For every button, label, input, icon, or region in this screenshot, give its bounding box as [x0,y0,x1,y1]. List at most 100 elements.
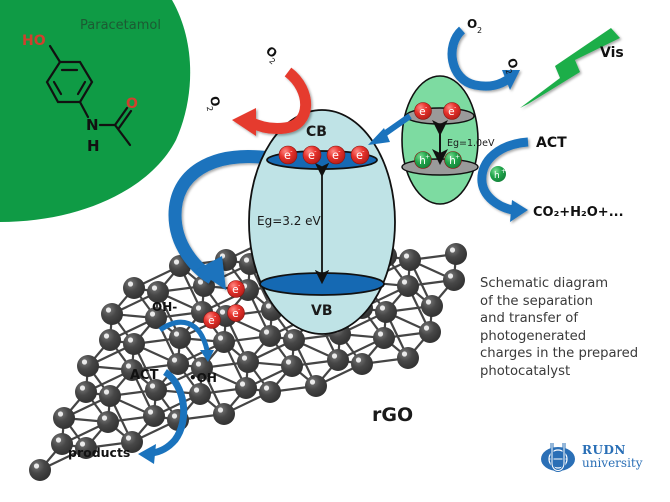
cb-electron: e- [326,145,346,165]
carbon-atom [397,347,419,369]
paracetamol-background [0,0,191,222]
carbon-atom [259,381,281,403]
cb-electron: e- [302,145,322,165]
visible-light-bolt-icon [520,28,620,108]
act-oxidation-arrow [477,137,529,222]
carrier-charge: - [290,149,292,156]
atom-highlight [401,351,408,357]
atom-highlight [243,257,250,263]
carrier-symbol: e [208,314,215,327]
carbon-atom [237,351,259,373]
o2-left-label: O 2 [263,44,280,67]
svg-text:2: 2 [267,56,277,66]
rudn-logo-text: RUDN university [582,444,643,470]
carrier-charge: - [454,105,456,112]
carbon-atom [445,243,467,265]
carbon-atom [281,355,303,377]
caption-line: Schematic diagram [480,276,609,291]
carbon-atom [375,301,397,323]
superoxide-right-label: O 2 [504,56,521,75]
carbon-atom [327,349,349,371]
carrier-charge: + [425,154,430,161]
carbon-atom [189,383,211,405]
atom-highlight [197,279,204,285]
caption-line: charges in the prepared [480,346,639,361]
carbon-atom [421,295,443,317]
rgo-electron: e- [227,304,245,322]
superoxide-left-label: O 2 [205,95,223,113]
atom-highlight [379,305,386,311]
atom-highlight [151,285,158,291]
atom-highlight [171,413,178,419]
atom-highlight [217,335,224,341]
carrier-symbol: h [419,154,426,167]
atom-highlight [193,387,200,393]
svg-text:h: h [494,171,500,181]
cb-electron: e- [278,145,298,165]
atom-highlight [355,357,362,363]
atom-highlight [287,333,294,339]
logo-line-1: RUDN [582,443,626,457]
atom-highlight [101,415,108,421]
rgo-electrons: e-e-e- [203,280,245,329]
carrier-charge: - [362,149,364,156]
atom-highlight [377,331,384,337]
oxygen-reduction-arrow-left [232,67,312,136]
products-left-label: products [68,445,130,460]
atom-highlight [331,353,338,359]
caption-line: photogenerated [480,328,587,344]
figure-caption: Schematic diagram of the separation and … [480,275,670,380]
atom-highlight [173,259,180,265]
carbon-atom [77,355,99,377]
small-cb-electron: e- [414,102,432,120]
atom-highlight [55,437,62,443]
atom-highlight [425,299,432,305]
atom-highlight [57,411,64,417]
large-band-gap-label: Eg=3.2 eV [257,214,322,228]
carrier-charge: - [314,149,316,156]
carrier-symbol: e [332,149,339,162]
carrier-symbol: e [448,105,455,118]
hydroxide-label: OH- [152,300,177,314]
atom-highlight [219,309,226,315]
carbon-atom [53,407,75,429]
atom-highlight [263,329,270,335]
atom-highlight [265,303,272,309]
carbon-atom [123,333,145,355]
atom-highlight [103,333,110,339]
act-right-label: ACT [536,135,567,151]
svg-text:O: O [504,56,521,70]
atom-highlight [105,307,112,313]
carrier-symbol: e [308,149,315,162]
caption-line: and transfer of [480,311,578,326]
atom-highlight [217,407,224,413]
carrier-symbol: e [284,149,291,162]
carrier-charge: - [214,314,216,321]
small-vb-hole: h+ [414,151,432,169]
carbon-atom [373,327,395,349]
svg-text:O: O [467,17,477,31]
carrier-symbol: h [449,154,456,167]
atom-highlight [195,361,202,367]
carbon-atom [97,411,119,433]
act-left-label: ACT [130,368,159,383]
carbon-atom [75,381,97,403]
visible-light-label: Vis [600,45,624,61]
caption-line: photocatalyst [480,363,571,379]
small-vb-hole: h+ [444,151,462,169]
cb-label: CB [306,124,327,140]
atom-highlight [127,337,134,343]
svg-text:2: 2 [205,106,215,113]
cb-electron: e- [350,145,370,165]
atom-highlight [171,357,178,363]
carbon-atom [213,331,235,353]
rgo-graphene-sheet [29,225,467,481]
logo-line-2: university [582,456,643,470]
small-band-gap-label: Eg=1.0eV [447,138,495,149]
electron-transfer-arrow-to-rgo [168,150,271,290]
act-degradation-arrow-left [138,369,188,464]
carrier-symbol: e [419,105,426,118]
small-vb-disk [401,158,479,176]
atom-highlight [449,247,456,253]
atom-highlight [33,463,40,469]
